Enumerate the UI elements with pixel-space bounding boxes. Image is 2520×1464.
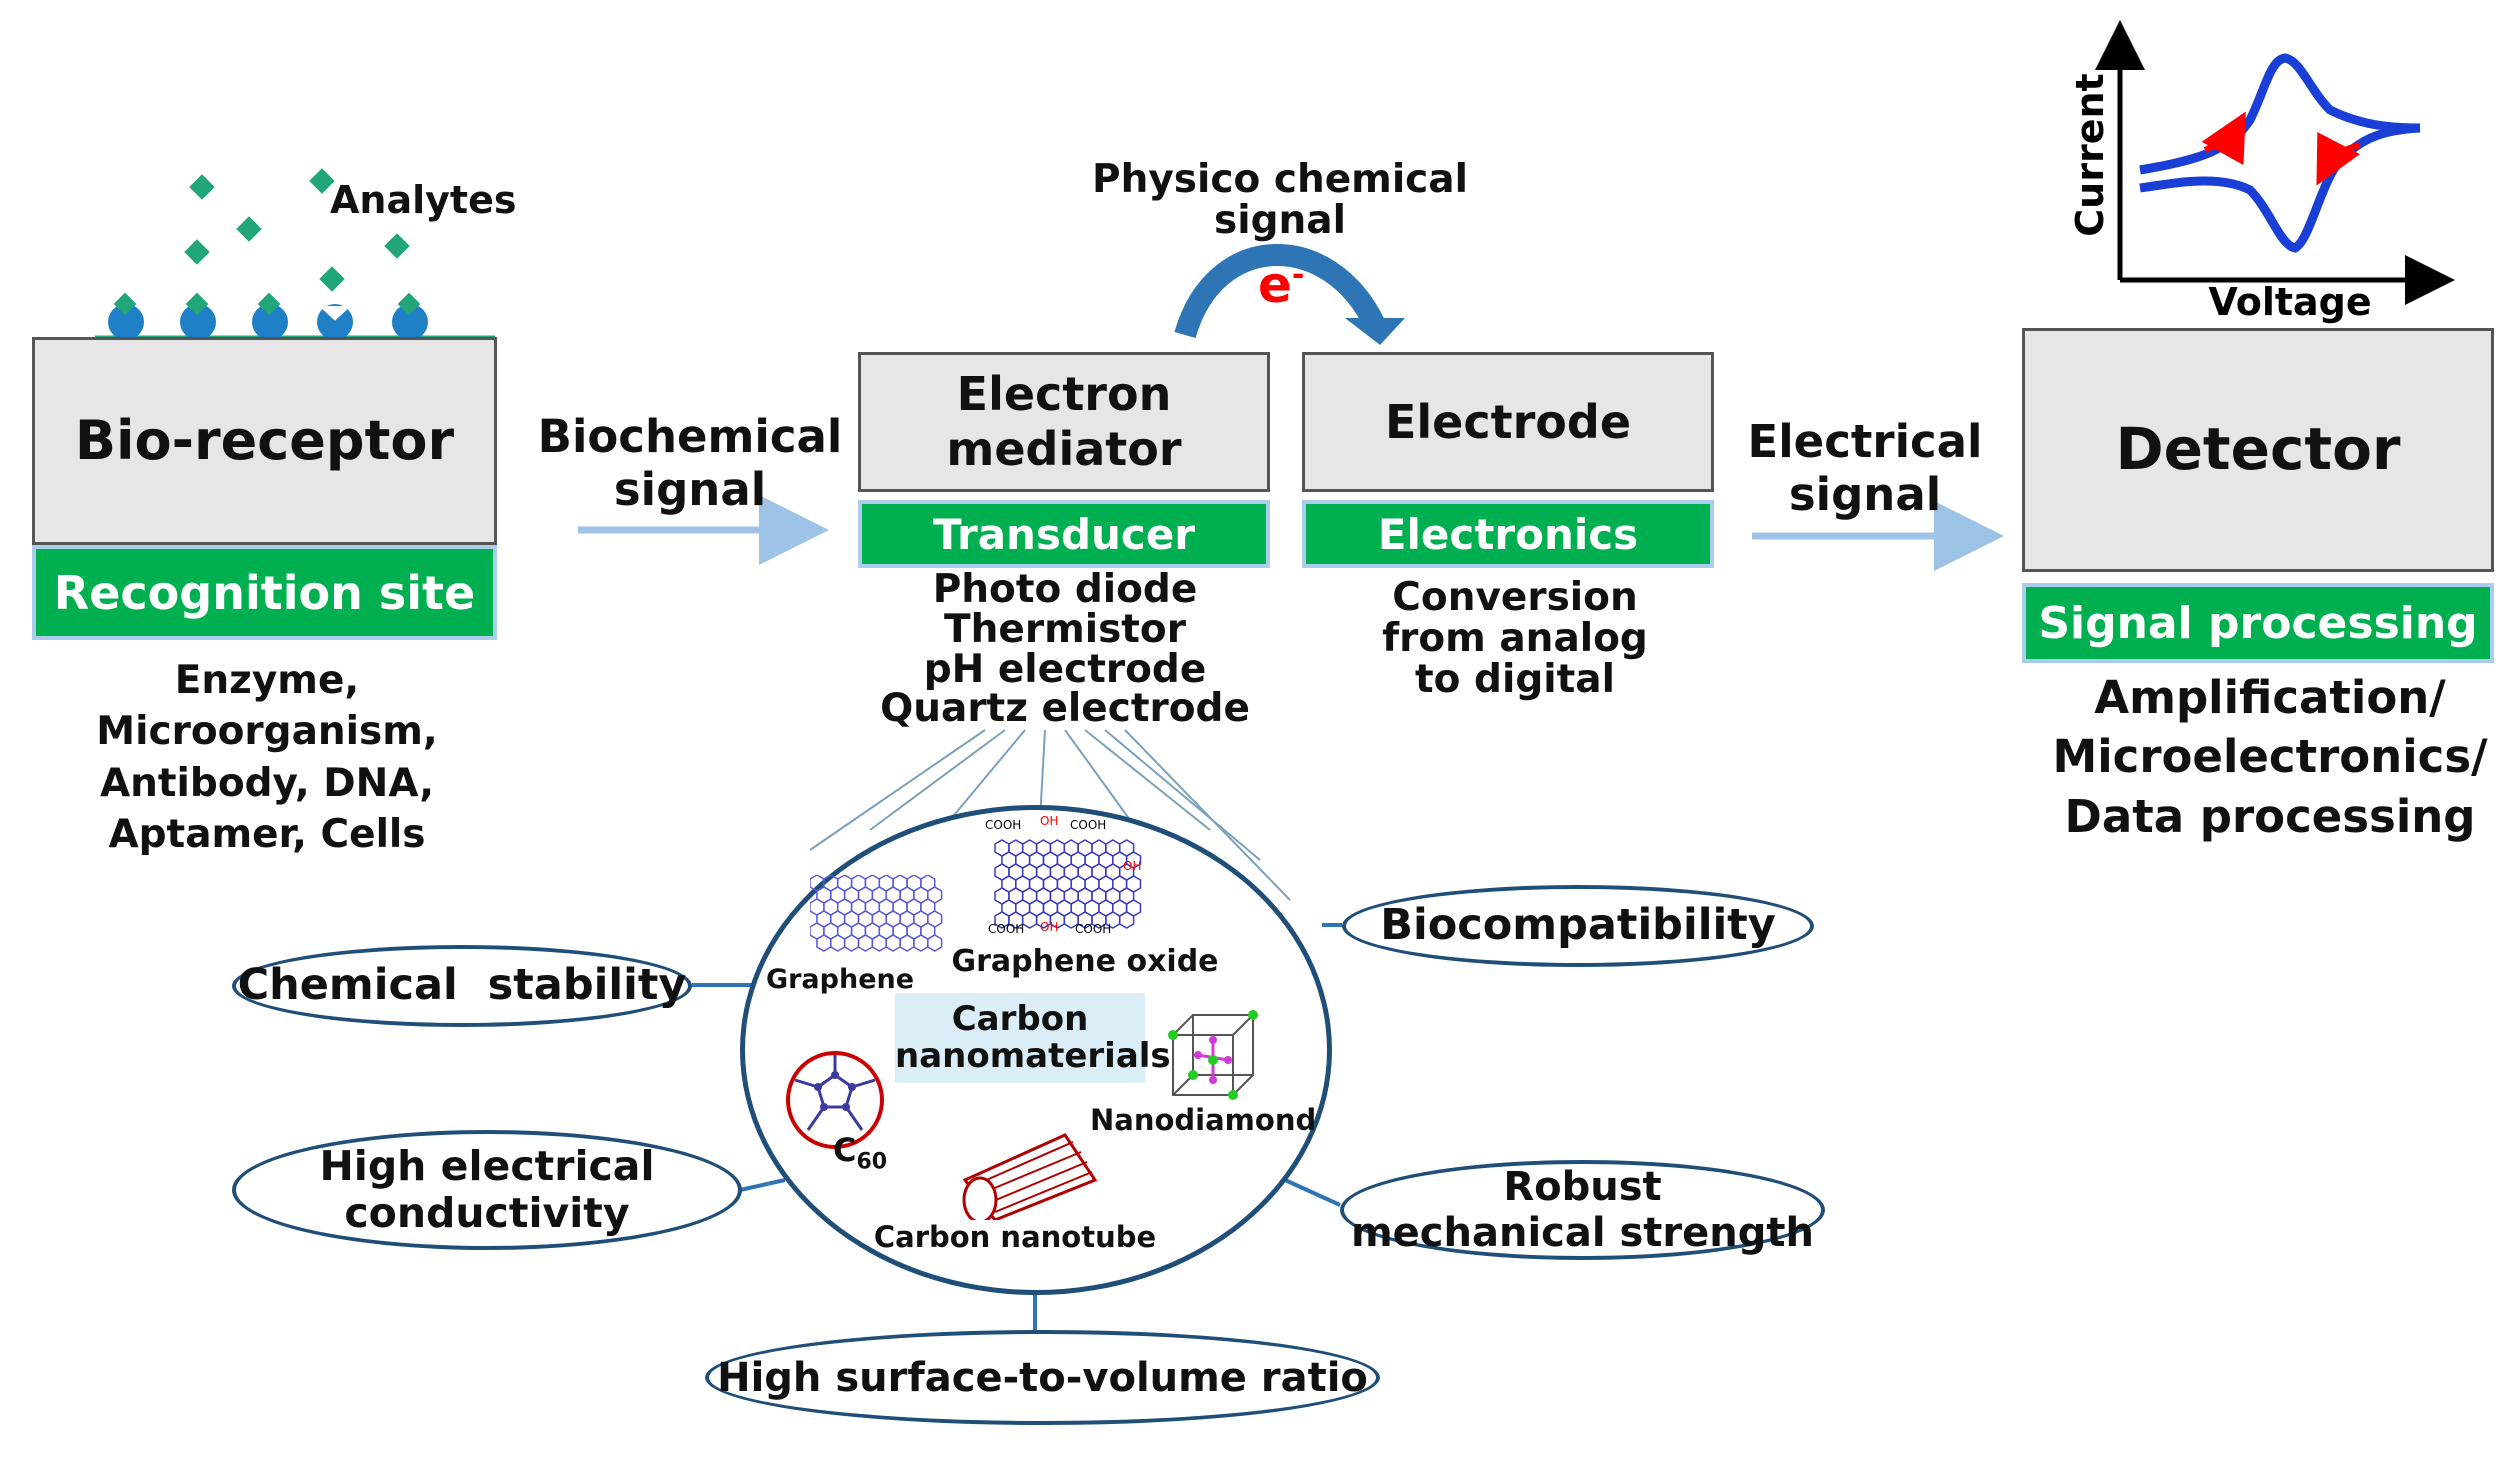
lattice-hexagon xyxy=(885,934,901,952)
biochemical-signal-label: Biochemical signal xyxy=(537,410,843,517)
nanodiamond-illustration xyxy=(1168,1010,1258,1100)
detector-box: Detector xyxy=(2022,328,2494,572)
connector-conductivity xyxy=(739,1178,786,1192)
analyte-diamond xyxy=(236,216,262,242)
receptor-site xyxy=(108,304,144,340)
recognition-site-label: Recognition site xyxy=(53,565,476,620)
electron-symbol: e- xyxy=(1258,256,1305,314)
lattice-hexagon xyxy=(857,934,874,952)
electron-mediator-box: Electron mediator xyxy=(858,352,1270,492)
mechanical-strength-oval: Robust mechanical strength xyxy=(1340,1160,1825,1260)
receptor-site xyxy=(252,304,288,340)
surface-volume-oval: High surface-to-volume ratio xyxy=(705,1330,1380,1425)
oh-label: OH xyxy=(1040,920,1058,934)
example-text: Enzyme, xyxy=(174,658,360,703)
lattice-hexagon xyxy=(830,934,846,952)
graphene-label: Graphene xyxy=(765,964,915,995)
graphene-oxide-label: Graphene oxide xyxy=(951,944,1219,979)
lattice-hexagon xyxy=(1021,911,1038,929)
graphene-oxide-illustration: COOH OH COOH OH COOH OH COOH xyxy=(985,815,1141,936)
transducer-label: Transducer xyxy=(932,509,1196,559)
cooh-label: COOH xyxy=(988,922,1024,936)
bioreceptor-title: Bio-receptor xyxy=(74,409,455,473)
analytes-label: Analytes xyxy=(330,178,517,222)
cyclic-voltammogram: Current Voltage xyxy=(2068,20,2455,324)
recognition-site-bar: Recognition site xyxy=(32,545,497,640)
chemical-stability-oval: Chemical stability xyxy=(232,945,692,1027)
lattice-hexagon xyxy=(1118,911,1135,929)
nanodiamond-label: Nanodiamond xyxy=(1090,1103,1317,1137)
nanotube-illustration xyxy=(962,1133,1098,1220)
electronics-label: Electronics xyxy=(1377,509,1639,559)
cv-reverse-arrow xyxy=(2316,131,2361,186)
signal-processing-bar: Signal processing xyxy=(2022,583,2494,663)
electrode-title: Electrode xyxy=(1384,394,1632,449)
lattice-hexagon xyxy=(816,934,832,952)
c60-illustration xyxy=(786,1051,884,1149)
cooh-label: COOH xyxy=(1070,818,1106,832)
lattice-hexagon xyxy=(899,934,915,952)
oh-label: OH xyxy=(1040,815,1058,828)
analyte-diamond xyxy=(189,174,215,200)
electrode-box: Electrode xyxy=(1302,352,1714,492)
analyte-diamond xyxy=(184,239,210,265)
cooh-label: COOH xyxy=(985,818,1021,832)
electron-transfer-arrow xyxy=(1174,244,1385,339)
receptor-site xyxy=(317,304,353,340)
cv-x-label: Voltage xyxy=(2208,280,2371,324)
lattice-hexagon xyxy=(843,934,860,952)
bioreceptor-examples: Enzyme, Microorganism, Antibody, DNA, Ap… xyxy=(32,655,502,861)
electrical-signal-label: Electrical signal xyxy=(1747,415,1983,522)
conductivity-oval: High electrical conductivity xyxy=(232,1130,742,1250)
receptor-site xyxy=(180,304,216,340)
example-text: Microorganism, xyxy=(96,709,438,755)
example-text: Antibody, DNA, xyxy=(99,760,435,806)
connector-mechanical xyxy=(1284,1178,1341,1207)
lattice-hexagon xyxy=(913,934,929,952)
detector-title: Detector xyxy=(2115,415,2401,484)
electron-transfer-arrowhead xyxy=(1345,318,1405,345)
receptor-site xyxy=(392,304,428,340)
physico-chemical-signal-label: Physico chemical signal xyxy=(1092,157,1468,243)
c60-label: C60 xyxy=(833,1131,888,1175)
transducer-bar: Transducer xyxy=(858,500,1270,568)
analyte-receptor-illustration xyxy=(95,168,495,341)
oh-label: OH xyxy=(1123,859,1141,873)
nanotube-label: Carbon nanotube xyxy=(873,1220,1157,1254)
transducer-examples: Photo diode Thermistor pH electrode Quar… xyxy=(880,567,1250,732)
signal-processing-label: Signal processing xyxy=(2038,597,2478,649)
cv-y-label: Current xyxy=(2068,73,2112,236)
analyte-diamond xyxy=(319,266,345,292)
analyte-diamond xyxy=(384,233,410,259)
carbon-nanomaterials-label: Carbon nanomaterials xyxy=(895,993,1171,1083)
cv-forward-curve xyxy=(2139,53,2421,175)
cv-forward-arrow xyxy=(2201,111,2246,166)
bioreceptor-box: Bio-receptor xyxy=(32,337,497,545)
analyte-diamond xyxy=(309,168,335,194)
example-text: Aptamer, Cells xyxy=(108,812,426,858)
lattice-hexagon xyxy=(927,934,943,952)
biocompatibility-oval: Biocompatibility xyxy=(1342,885,1814,967)
cv-reverse-curve xyxy=(2139,123,2421,253)
electronics-bar: Electronics xyxy=(1302,500,1714,568)
electron-mediator-title: Electron mediator xyxy=(946,366,1182,476)
cooh-label: COOH xyxy=(1075,922,1111,936)
detector-examples: Amplification/ Microelectronics/ Data pr… xyxy=(2052,671,2488,843)
lattice-hexagon xyxy=(871,934,887,952)
electronics-examples: Conversion from analog to digital xyxy=(1382,575,1648,702)
graphene-illustration xyxy=(810,875,943,952)
